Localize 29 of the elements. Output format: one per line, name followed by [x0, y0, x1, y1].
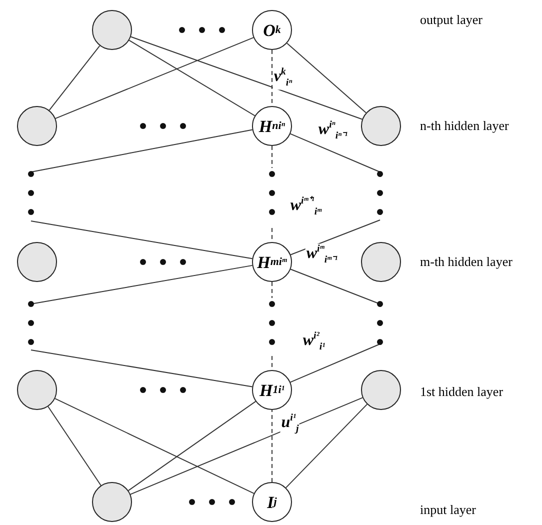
connector-line	[128, 400, 256, 492]
neuron-circle	[92, 482, 132, 522]
neuron-circle	[361, 370, 401, 410]
connector-line	[54, 398, 254, 494]
connector-line	[48, 45, 100, 111]
connector-line	[30, 129, 253, 172]
connector-line	[30, 350, 253, 388]
neuron-circle	[361, 242, 401, 282]
connector-line	[130, 36, 363, 120]
layer-label: 1st hidden layer	[420, 384, 504, 400]
layer-label: output layer	[420, 12, 482, 28]
neuron-circle	[17, 242, 57, 282]
connector-line	[290, 133, 380, 172]
connector-line	[48, 406, 102, 486]
connector-line	[55, 37, 254, 119]
connector-line	[130, 397, 364, 495]
neuron-circle	[361, 106, 401, 146]
connector-line	[128, 40, 256, 116]
neuron-circle	[92, 10, 132, 50]
connector-line	[286, 42, 366, 114]
connector-line	[30, 220, 253, 260]
layer-label: m-th hidden layer	[420, 254, 512, 270]
neuron-circle	[17, 106, 57, 146]
connector-line	[290, 344, 380, 383]
neuron-circle	[17, 370, 57, 410]
connector-line	[285, 404, 368, 488]
layer-label: n-th hidden layer	[420, 118, 509, 134]
layer-label: input layer	[420, 502, 476, 518]
connector-line	[290, 268, 380, 304]
